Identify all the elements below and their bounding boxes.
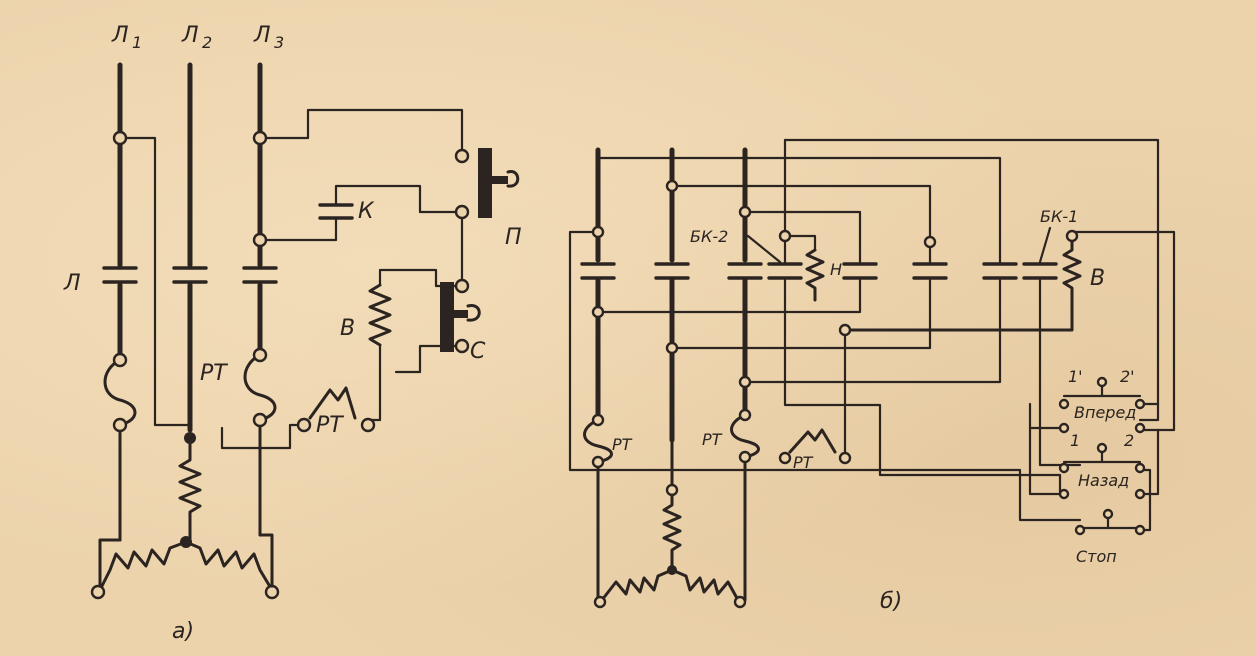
line-sub-1: 1 — [132, 33, 142, 52]
contact-k-label: К — [358, 199, 375, 224]
main-contactor-contacts — [102, 266, 278, 284]
bk2-label: БК-2 — [690, 227, 728, 246]
b-button-station: 1' 2' Вперед 1 2 Назад Стоп — [1028, 367, 1160, 566]
motor-winding-right — [184, 540, 274, 592]
coil-v-b — [843, 240, 1082, 332]
bk1-leader — [1038, 226, 1052, 264]
pos-1: 1 — [1070, 431, 1080, 450]
motor-winding-left — [98, 540, 188, 592]
caption-b: б) — [880, 589, 902, 614]
coil-n — [805, 248, 825, 302]
b-rt-heater-1 — [583, 418, 613, 602]
start-button-symbol — [478, 148, 520, 218]
wire-motor-left — [98, 538, 122, 588]
wire-coil-bottom — [370, 343, 382, 422]
wire-phase1-tap — [124, 136, 192, 427]
contactor-label: Л — [63, 271, 81, 296]
diagram-a: Л 1 Л 2 Л 3 Л РТ — [63, 23, 522, 644]
b-motor-winding-left — [600, 568, 674, 602]
b-motor-winding-top — [662, 493, 682, 570]
pos-2p: 2' — [1120, 367, 1135, 386]
b-wire-left-loop — [568, 230, 1082, 522]
thermal-relay-label-contact: РТ — [316, 413, 344, 438]
b-rt1-label: РТ — [612, 435, 633, 454]
b-wire-mid-4 — [783, 278, 1062, 497]
b-rt2-label: РТ — [702, 430, 723, 449]
thermal-heater-phase-3 — [243, 353, 277, 537]
wire-coil-top — [378, 268, 458, 288]
thermal-contact-symbol — [308, 386, 357, 420]
line-sub-3: 3 — [274, 33, 284, 52]
bk2-leader — [746, 234, 782, 264]
b-wire-top-2 — [670, 184, 932, 264]
coil-v-label: В — [340, 316, 355, 341]
b-wire-mid-1 — [596, 278, 862, 314]
motor-winding-top — [178, 436, 202, 542]
b-wire-coil-n — [788, 234, 817, 252]
fuse-phase-1 — [103, 358, 137, 542]
b-wire-outer-right — [783, 138, 1160, 422]
pos-1p: 1' — [1068, 367, 1083, 386]
line-sub-2: 2 — [202, 33, 212, 52]
caption-a: а) — [172, 619, 194, 644]
line-label-1: Л — [111, 23, 129, 48]
wire-control-top — [264, 108, 464, 152]
stop-button-label: С — [470, 339, 486, 364]
b-rt-contact — [788, 428, 837, 454]
line-label-2: Л — [181, 23, 199, 48]
wire-motor-right — [258, 533, 274, 588]
b-motor-winding-right — [670, 568, 740, 602]
b-contact-plates — [580, 262, 1058, 280]
bk1-label: БК-1 — [1040, 207, 1078, 226]
stop-label: Стоп — [1076, 547, 1117, 566]
forward-label: Вперед — [1074, 403, 1136, 422]
coil-n-label: Н — [830, 260, 842, 279]
wire-stop-return — [394, 344, 458, 374]
wire-contact-k — [264, 184, 458, 242]
stop-button-symbol — [440, 282, 481, 352]
diagram-b: БК-2 БК-1 Н В РТ РТ РТ — [568, 138, 1176, 614]
thermal-relay-label-heater: РТ — [200, 361, 228, 386]
wire-rt-return — [220, 423, 300, 450]
b-rt3-label: РТ — [793, 453, 814, 472]
coil-v-b-label: В — [1090, 266, 1105, 291]
b-wire-top-3 — [743, 210, 862, 264]
back-label: Назад — [1078, 471, 1129, 490]
line-label-3: Л — [253, 23, 271, 48]
b-wire-mid-2 — [670, 278, 932, 350]
coil-v — [368, 283, 392, 347]
b-station-wiring — [1028, 402, 1160, 532]
pos-2: 2 — [1124, 431, 1134, 450]
b-rt-heater-2 — [730, 413, 760, 602]
b-wire-top-1 — [596, 156, 1002, 264]
b-wire-mid-3 — [743, 278, 1002, 384]
start-button-label: П — [505, 225, 522, 250]
